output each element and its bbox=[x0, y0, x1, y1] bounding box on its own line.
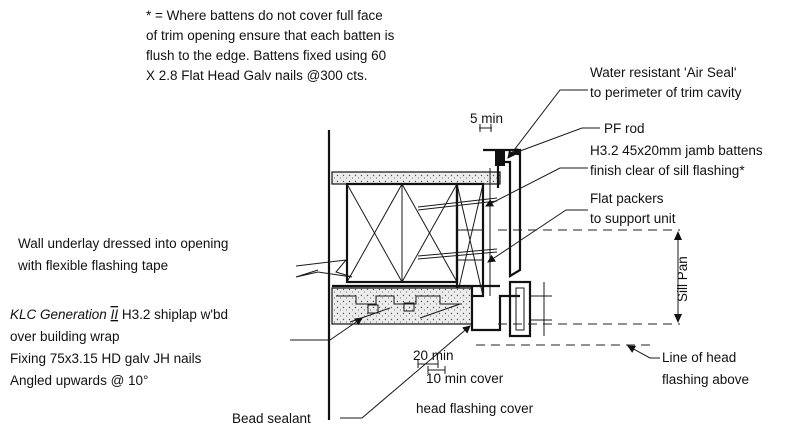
pf-rod-label: PF rod bbox=[604, 121, 645, 136]
detail-geometry bbox=[290, 89, 682, 420]
klc-cladding-label: KLC Generation II H3.2 shiplap w'bd bbox=[10, 307, 228, 322]
flat-packers-label: Flat packers to support unit bbox=[590, 191, 676, 226]
flat-packers-leader bbox=[487, 209, 588, 263]
weatherboard-section bbox=[331, 287, 473, 325]
batten-note: * = Where battens do not cover full face… bbox=[146, 8, 398, 83]
jamb-battens-leader bbox=[485, 167, 588, 207]
pf-rod bbox=[495, 150, 505, 166]
wall-underlay-label: Wall underlay dressed into opening with … bbox=[17, 236, 232, 273]
sill-flashing bbox=[470, 286, 520, 332]
bead-sealant-leader bbox=[340, 325, 471, 419]
lintel-band bbox=[331, 171, 501, 185]
window-sill-frame bbox=[508, 280, 532, 338]
ten-min-cover-label: 10 min cover bbox=[426, 371, 504, 386]
line-of-head-label: Line of head flashing above bbox=[662, 350, 749, 387]
twenty-min-label: 20 min bbox=[413, 348, 454, 363]
pf-rod-leader bbox=[511, 127, 600, 156]
klc-leader bbox=[290, 317, 363, 341]
sill-pan-label: Sill Pan bbox=[675, 256, 690, 302]
flashing-tape bbox=[295, 259, 353, 278]
air-seal-leader bbox=[507, 89, 588, 159]
bead-sealant-label: Bead sealant bbox=[232, 411, 311, 426]
head-flashing-cover-label: head flashing cover bbox=[416, 401, 534, 416]
klc-wrap-label: over building wrap bbox=[10, 329, 120, 344]
batten-nail-upper bbox=[417, 197, 498, 208]
klc-angle-label: Angled upwards @ 10° bbox=[10, 373, 148, 388]
air-seal-label: Water resistant 'Air Seal' to perimeter … bbox=[590, 65, 742, 100]
five-min-label: 5 min bbox=[470, 111, 503, 126]
line-of-head-leader bbox=[627, 345, 660, 359]
window-trim-profile bbox=[483, 148, 522, 278]
jamb-battens-label: H3.2 45x20mm jamb battens finish clear o… bbox=[590, 143, 766, 178]
batten-nail-lower bbox=[417, 248, 498, 257]
klc-fixing-label: Fixing 75x3.15 HD galv JH nails bbox=[10, 351, 202, 366]
